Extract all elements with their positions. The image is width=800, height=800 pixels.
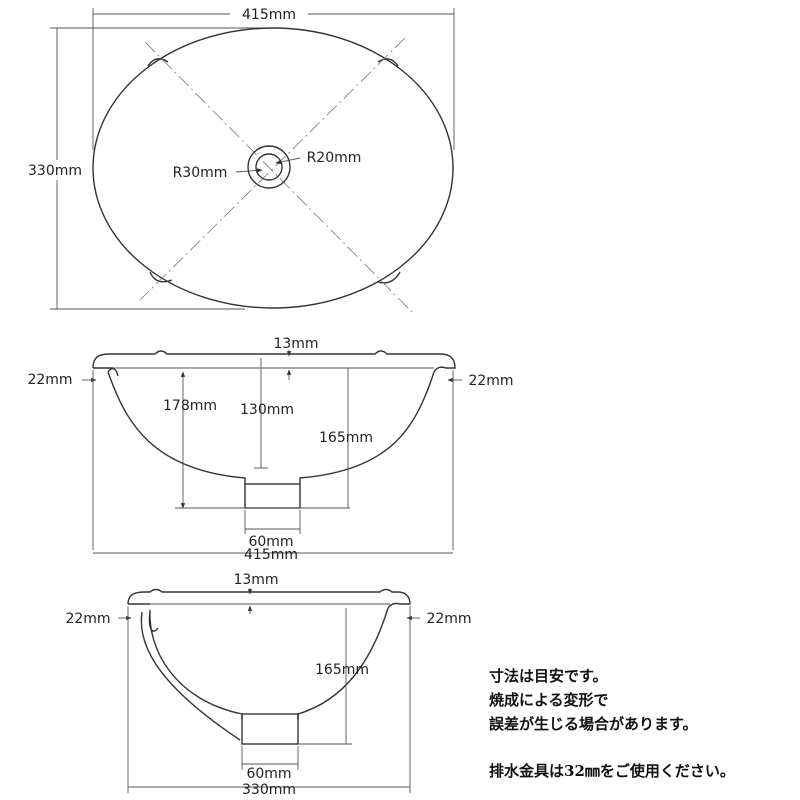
- side-drain-width-label: 60mm: [246, 766, 291, 782]
- front-left-lip-label: 22mm: [27, 372, 72, 388]
- front-rim-outline: [92, 350, 456, 373]
- overflow-notch-bottom-left: [149, 271, 173, 283]
- side-bowl-height-label: 165mm: [315, 662, 369, 678]
- center-line-diagonal-1: [144, 41, 413, 313]
- front-bowl-height-label: 165mm: [319, 430, 373, 446]
- front-bowl-body: [107, 371, 435, 484]
- drain-inner-radius-label: R20mm: [307, 150, 362, 166]
- top-view: 415mm 330mm R30mm R20mm: [28, 7, 455, 313]
- front-drain-width-label: 60mm: [248, 534, 293, 550]
- top-width-label: 415mm: [242, 7, 296, 23]
- note-dimensions-approximate: 寸法は目安です。: [489, 667, 608, 685]
- front-width-label: 415mm: [244, 547, 298, 563]
- side-bowl-body: [149, 607, 389, 720]
- note-drain-fitting: 排水金具は32㎜をご使用ください。: [489, 762, 735, 780]
- drain-outer-circle: [247, 145, 291, 189]
- side-view: 13mm 22mm 22mm 165mm 60mm 330mm: [65, 572, 471, 798]
- front-inner-depth-label: 130mm: [240, 402, 294, 418]
- side-left-lip-label: 22mm: [65, 611, 110, 627]
- drain-inner-circle: [255, 153, 283, 181]
- side-rim-thickness-label: 13mm: [233, 572, 278, 588]
- top-depth-label: 330mm: [28, 163, 82, 179]
- side-width-label: 330mm: [242, 782, 296, 798]
- bowl-rim-outline: [92, 27, 454, 309]
- side-right-lip-label: 22mm: [426, 611, 471, 627]
- drain-outer-radius-label: R30mm: [173, 165, 228, 181]
- side-rim-outline: [127, 588, 411, 609]
- front-view: 13mm 22mm 22mm 178mm 130mm 165mm 60mm 41…: [27, 336, 513, 563]
- side-drain-outlet: [241, 713, 299, 745]
- front-rim-thickness-label: 13mm: [273, 336, 318, 352]
- overflow-notch-top-left: [147, 58, 169, 67]
- note-firing-deformation: 焼成による変形で: [489, 691, 609, 709]
- front-right-lip-label: 22mm: [468, 373, 513, 389]
- front-drain-outlet: [244, 483, 301, 509]
- overflow-notch-bottom-right: [377, 271, 401, 284]
- note-error-possible: 誤差が生じる場合があります。: [489, 715, 698, 733]
- side-overflow-channel: [140, 611, 241, 741]
- front-total-height-label: 178mm: [163, 398, 217, 414]
- overflow-notch-top-right: [377, 58, 399, 67]
- center-line-diagonal-2: [139, 37, 406, 301]
